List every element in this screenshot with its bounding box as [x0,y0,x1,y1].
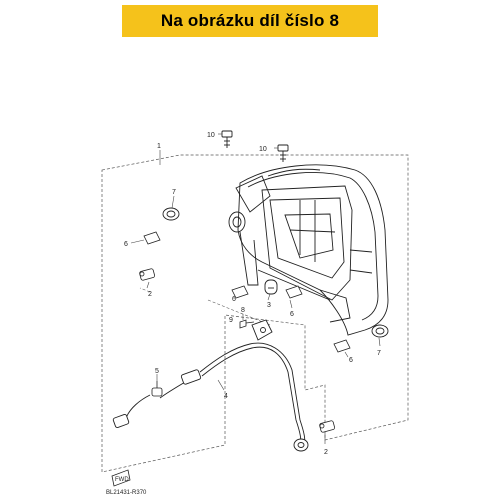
dashed-leader [207,299,271,326]
callout-2: 2 [324,449,328,456]
grommet-part-7 [371,324,389,338]
assembly-outline [101,154,409,473]
bracket-part-8 [251,319,273,341]
callout-5: 5 [155,368,159,375]
lamp-socket-part-5 [151,381,163,397]
callout-3: 3 [267,302,271,309]
wire-harness-part-4 [112,342,309,452]
socket-part-2 [139,268,336,433]
grommet-part-7 [162,207,180,221]
bulb-part-3 [264,279,278,295]
callout-6: 6 [124,241,128,248]
banner-text: Na obrázku díl číslo 8 [160,11,340,30]
dashed-leader [139,287,151,293]
callout-10: 10 [259,146,267,153]
bolt-part-10 [221,130,233,148]
reference-code: BL21431-R370 [106,490,147,496]
clip-part-6 [143,231,351,353]
callout-9: 9 [229,317,233,324]
headlight-housing [228,164,389,336]
part-number-banner: Na obrázku díl číslo 8 [122,5,378,37]
forward-arrow-icon: FWD [111,469,131,487]
bolt-part-10 [277,144,289,162]
callout-10: 10 [207,132,215,139]
callout-6: 6 [290,311,294,318]
fwd-label: FWD [115,477,129,483]
callout-7: 7 [172,189,176,196]
callout-6: 6 [349,357,353,364]
callout-6: 6 [232,296,236,303]
leader-lines [130,133,381,444]
callout-2: 2 [148,291,152,298]
callout-4: 4 [224,393,228,400]
callout-8: 8 [241,307,245,314]
callout-1: 1 [157,143,161,150]
callout-7: 7 [377,350,381,357]
screw-part-9 [239,319,255,329]
